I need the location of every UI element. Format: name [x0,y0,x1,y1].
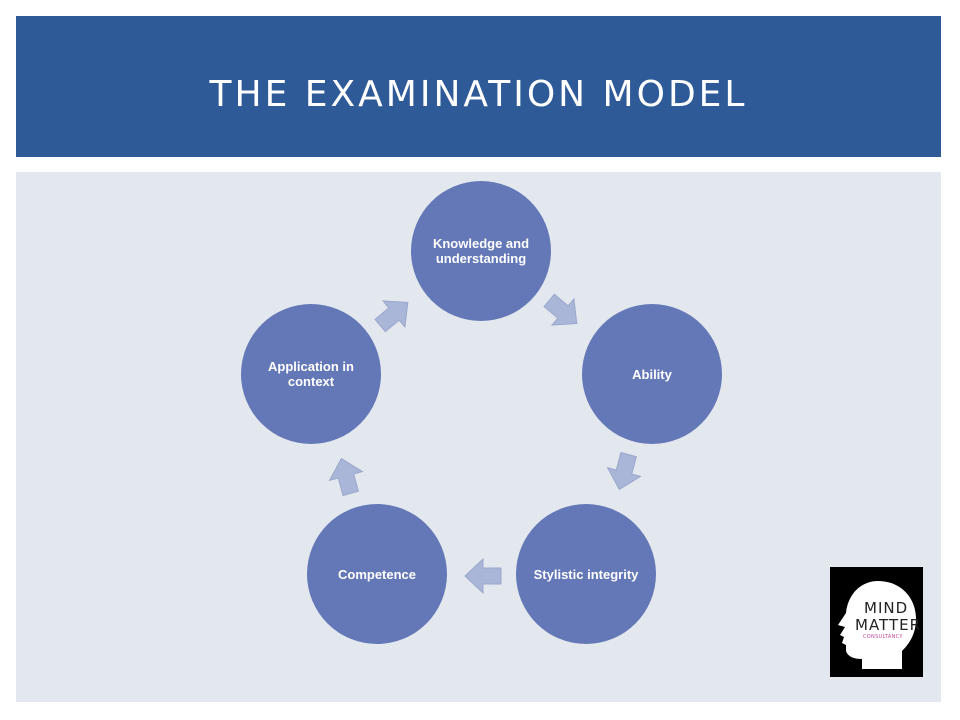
arrow-left-icon [463,556,503,596]
slide-title: THE EXAMINATION MODEL [209,74,748,115]
node-knowledge: Knowledge and understanding [411,181,551,321]
mind-matter-logo: MIND MATTER CONSULTANCY [830,567,923,677]
logo-text-matter: MATTER [855,616,921,634]
node-ability: Ability [582,304,722,444]
node-stylistic: Stylistic integrity [516,504,656,644]
arrow-up-right-icon [366,286,422,342]
node-competence: Competence [307,504,447,644]
title-bar: THE EXAMINATION MODEL [16,16,941,157]
logo-text-mind: MIND [864,599,909,617]
head-silhouette-icon [838,581,916,669]
arrow-right-icon [535,284,591,340]
node-application: Application in context [241,304,381,444]
arrow-down-icon [600,448,649,497]
logo-text-consultancy: CONSULTANCY [863,634,903,640]
arrow-up-icon [322,452,371,501]
